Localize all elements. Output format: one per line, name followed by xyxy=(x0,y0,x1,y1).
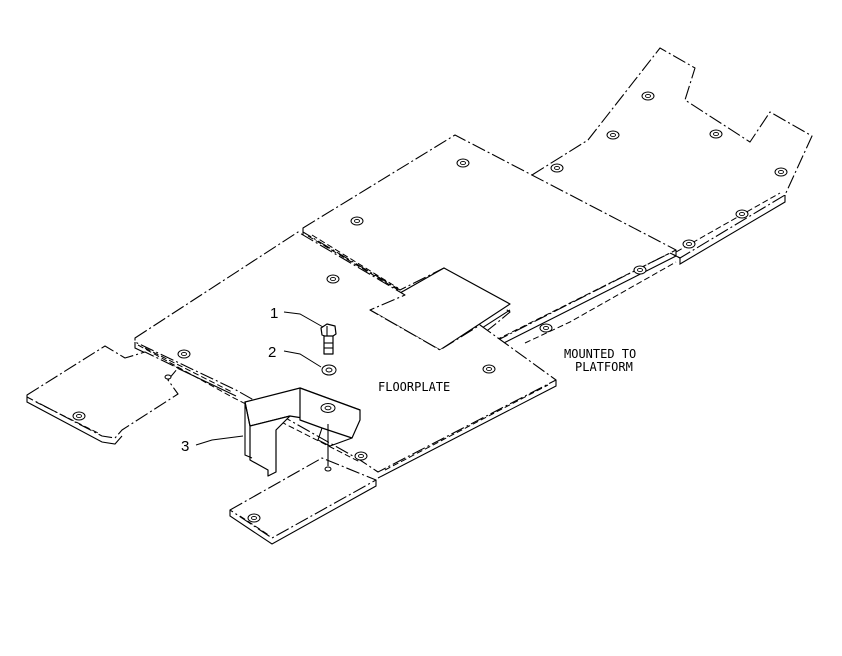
nut-icon xyxy=(641,91,655,101)
nut-icon xyxy=(682,239,696,249)
nut-icon xyxy=(735,209,749,219)
floorplate-label: FLOORPLATE xyxy=(378,380,450,394)
callout-2-number: 2 xyxy=(268,344,276,361)
nut-icon xyxy=(550,163,564,173)
nut-icon xyxy=(633,265,647,275)
nut-icon xyxy=(456,158,470,168)
mounting-nut-icons xyxy=(72,91,788,523)
nut-icon xyxy=(164,374,172,380)
nut-icon xyxy=(709,129,723,139)
plate-seam-right xyxy=(524,261,677,344)
callout-2-leader xyxy=(283,350,322,368)
plate-seam-left xyxy=(137,344,361,463)
platform-label: PLATFORM xyxy=(575,360,633,374)
nut-icon xyxy=(539,323,553,333)
mounted-to-label: MOUNTED TO xyxy=(564,347,636,361)
floorplate-front-step xyxy=(229,457,377,545)
nut-icon xyxy=(606,130,620,140)
bracket-part-3 xyxy=(244,387,361,477)
callout-1-leader xyxy=(283,311,324,328)
callout-3-number: 3 xyxy=(181,438,189,455)
callout-1-number: 1 xyxy=(270,305,278,322)
nut-icon xyxy=(326,274,340,284)
nut-icon xyxy=(247,513,261,523)
nut-icon xyxy=(72,411,86,421)
nut-icon xyxy=(354,451,368,461)
nut-icon xyxy=(350,216,364,226)
nut-icon xyxy=(774,167,788,177)
floorplate-left-wing xyxy=(26,345,179,445)
nut-icon xyxy=(177,349,191,359)
callout-3-leader xyxy=(195,435,244,446)
nut-icon xyxy=(482,364,496,374)
washer-part-2 xyxy=(321,364,337,376)
floorplate-main-section xyxy=(134,231,557,479)
bolt-part-1 xyxy=(320,323,337,355)
